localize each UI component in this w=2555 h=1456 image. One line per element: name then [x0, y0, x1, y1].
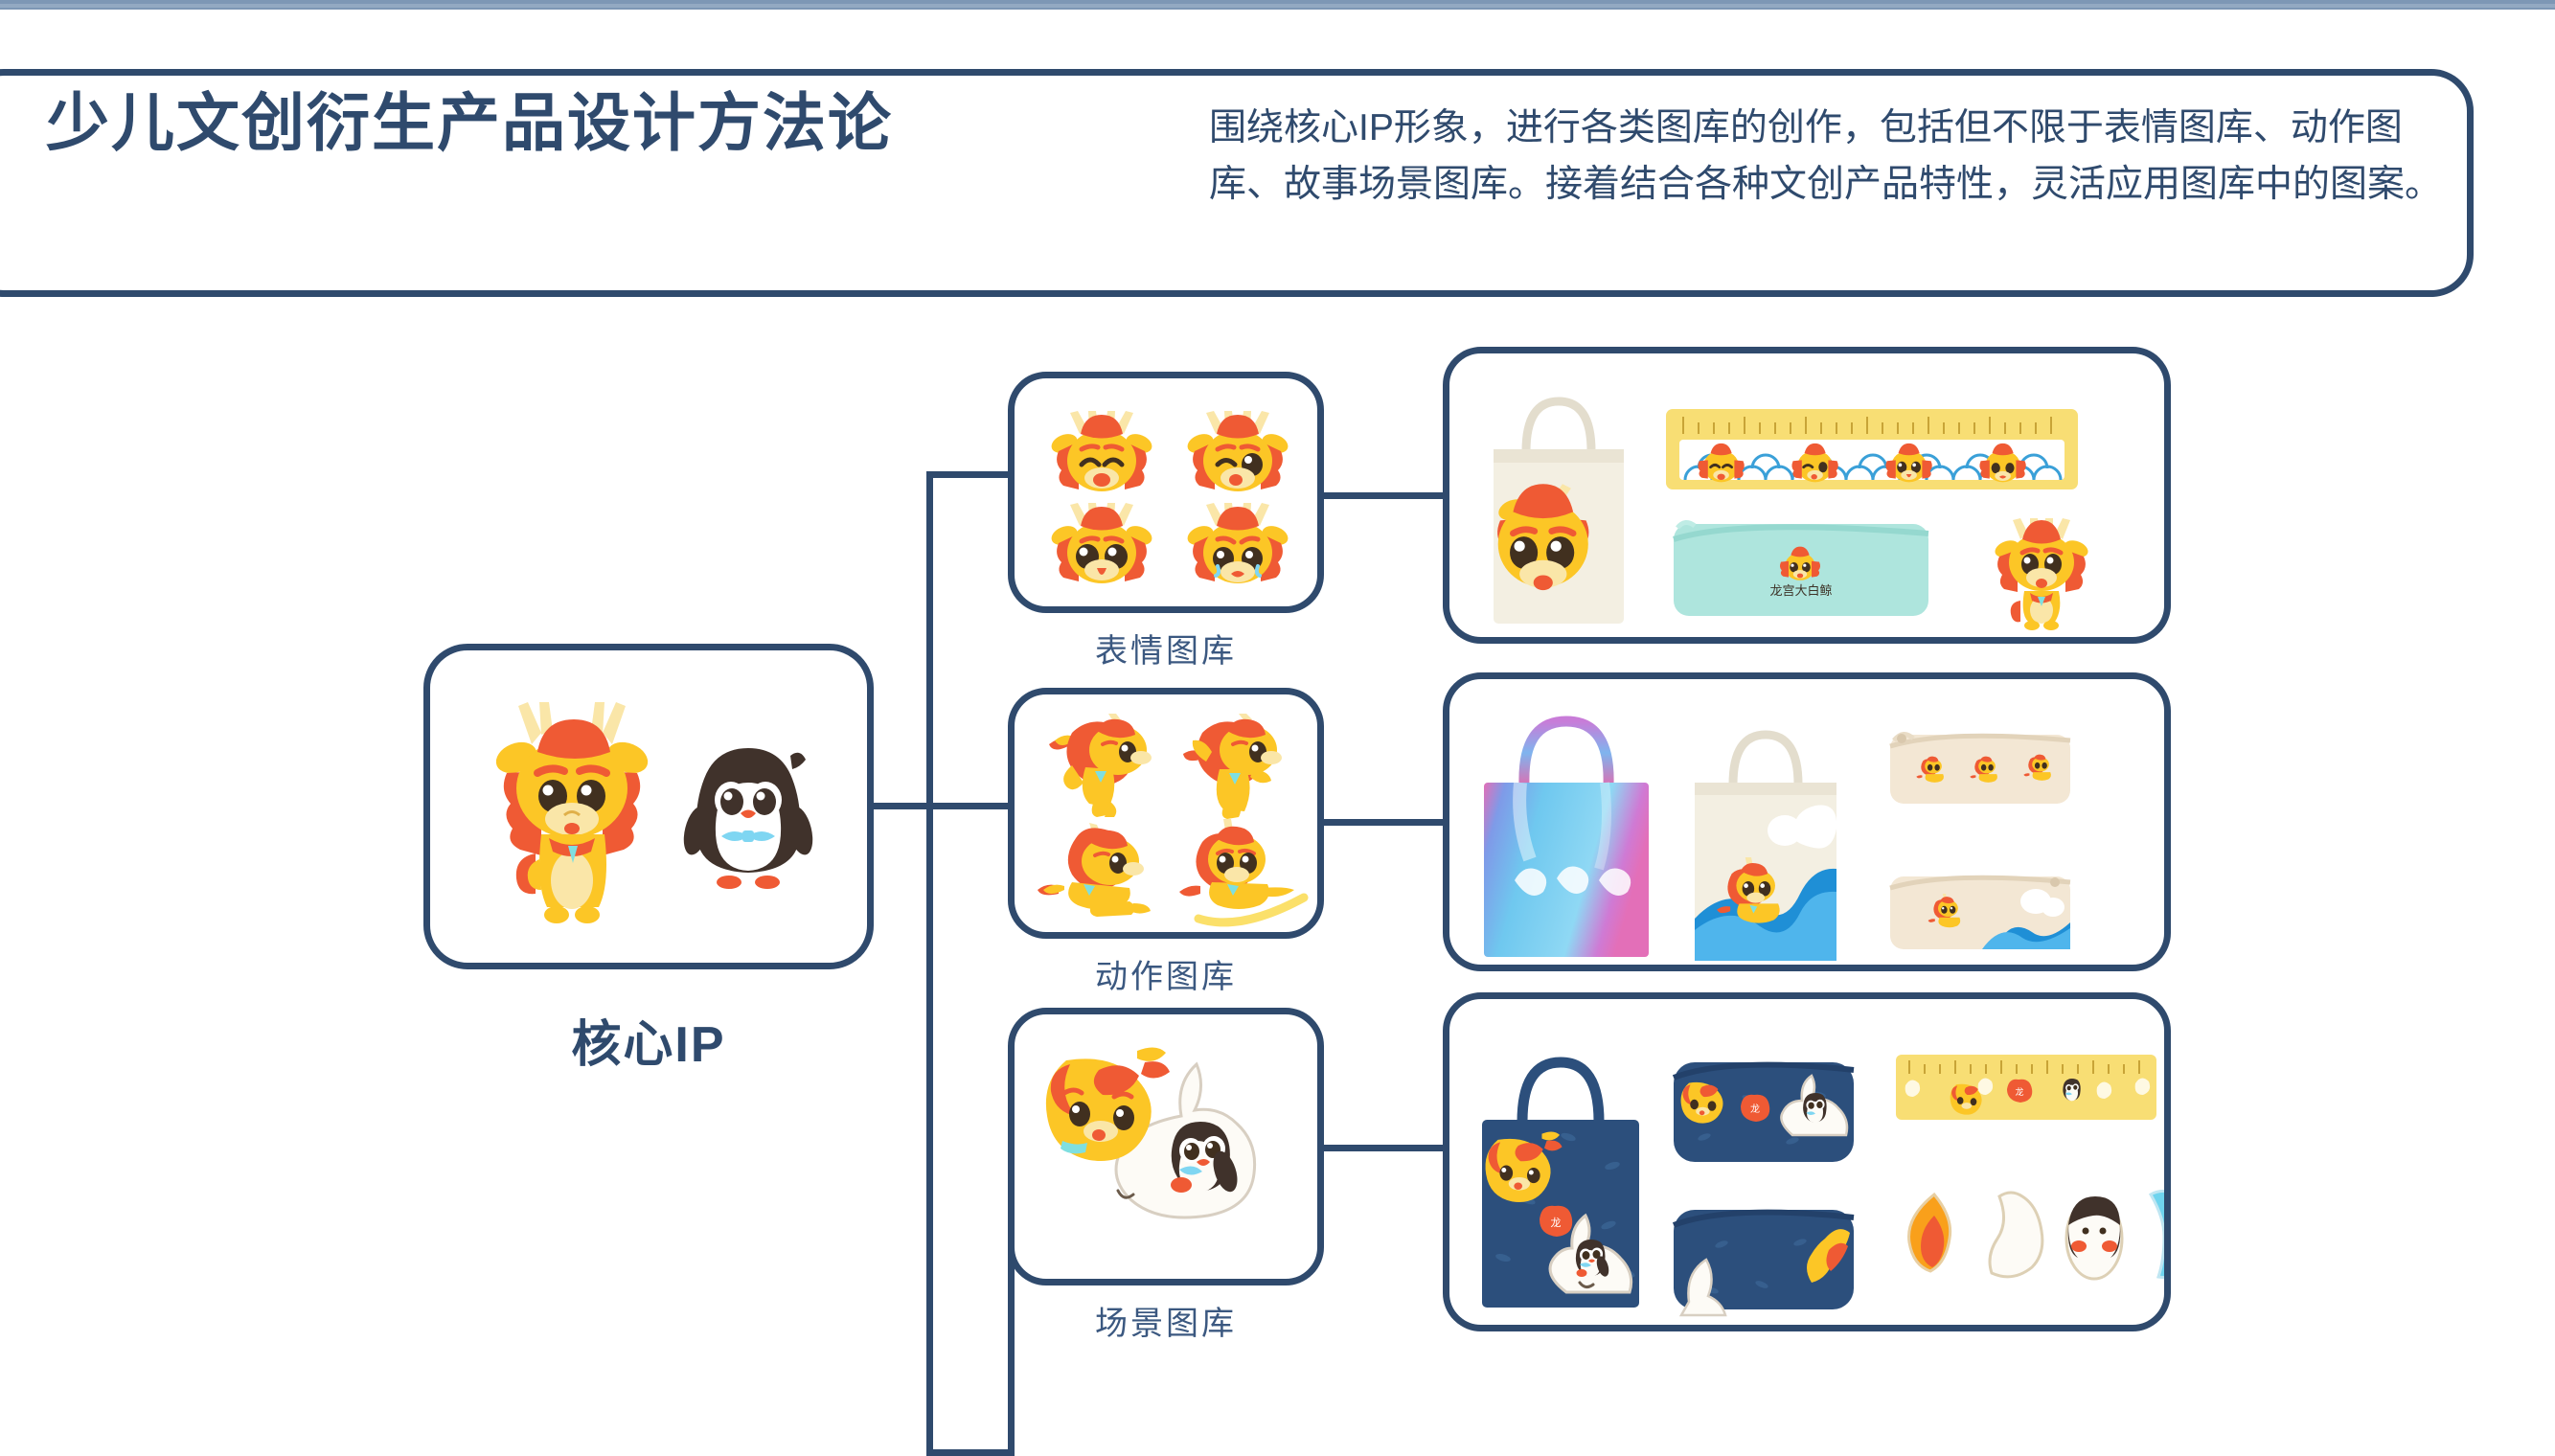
svg-text:龙: 龙 — [2015, 1086, 2023, 1098]
connector-core-to-trunk — [874, 803, 933, 809]
dragon-mascot — [495, 702, 649, 923]
library-card-action[interactable] — [1008, 688, 1324, 939]
svg-text:龙: 龙 — [1750, 1103, 1760, 1115]
library-label-scene: 场景图库 — [1095, 1306, 1237, 1342]
connector-scene-to-products — [1317, 1145, 1449, 1151]
top-accent-strip — [0, 0, 2555, 10]
iridescent-pvc-tote-bag — [1484, 716, 1649, 957]
connector-emotion-to-products — [1317, 492, 1449, 499]
product-panel-action[interactable] — [1443, 672, 2171, 971]
connector-scene-riser — [1008, 1145, 1015, 1456]
pencil-case-brand-text: 龙宫大白鲸 — [1769, 583, 1832, 599]
core-ip-card[interactable] — [423, 644, 874, 969]
dragon-face-teary — [1187, 503, 1289, 583]
beige-pencil-case-three-dragons — [1889, 732, 2071, 804]
library-label-action: 动作图库 — [1095, 959, 1237, 995]
product-panel-emotion[interactable]: 龙宫大白鲸 — [1443, 347, 2171, 644]
dragon-face-happy — [1051, 411, 1152, 491]
dragon-face-wink — [1187, 411, 1289, 491]
header-description: 围绕核心IP形象，进行各类图库的创作，包括但不限于表情图库、动作图库、故事场景图… — [1209, 107, 2443, 206]
core-ip-label: 核心IP — [571, 1017, 726, 1073]
library-label-emotion: 表情图库 — [1095, 633, 1237, 670]
dragon-pose-flying — [1038, 823, 1151, 917]
dragon-face-starry — [1051, 503, 1152, 583]
eraser-whale-tail — [1988, 1191, 2044, 1279]
eraser-blue-fin — [2148, 1189, 2164, 1280]
canvas-tote-bag-wave-dragon — [1695, 730, 1837, 961]
navy-tote-bag-scene: 龙 — [1482, 1057, 1639, 1308]
connector-trunk-to-scene — [926, 1449, 1015, 1456]
mint-pencil-case: 龙宫大白鲸 — [1673, 520, 1929, 616]
navy-pencil-case-scene: 龙 — [1672, 1061, 1855, 1162]
svg-text:龙: 龙 — [1551, 1217, 1562, 1229]
dragon-figurine — [1995, 518, 2088, 630]
yellow-ruler-dragon-faces — [1666, 409, 2078, 489]
eraser-flame — [1907, 1192, 1952, 1273]
connector-trunk-to-emotion — [926, 471, 1015, 478]
scene-dragon-whale-penguin — [1045, 1047, 1257, 1219]
dragon-pose-surfing — [1179, 819, 1309, 927]
library-card-scene[interactable] — [1008, 1008, 1324, 1285]
dragon-pose-running — [1049, 714, 1152, 817]
page-title: 少儿文创衍生产品设计方法论 — [46, 87, 893, 158]
yellow-ruler-scene: 龙 — [1896, 1055, 2156, 1120]
navy-pencil-case-whale — [1672, 1209, 1855, 1317]
penguin-mascot — [683, 748, 813, 889]
header-box — [0, 69, 2474, 297]
connector-action-to-products — [1317, 819, 1449, 826]
product-panel-scene[interactable]: 龙 — [1443, 992, 2171, 1331]
canvas-tote-bag-dragon-face — [1494, 397, 1624, 624]
beige-pencil-case-wave-dragon — [1889, 875, 2071, 949]
connector-trunk — [926, 471, 933, 1456]
eraser-penguin-head — [2065, 1196, 2124, 1281]
library-card-emotion[interactable] — [1008, 372, 1324, 613]
top-accent-strip-inner — [0, 4, 2555, 8]
connector-trunk-to-action — [926, 803, 1015, 809]
dragon-pose-waving — [1183, 714, 1282, 819]
